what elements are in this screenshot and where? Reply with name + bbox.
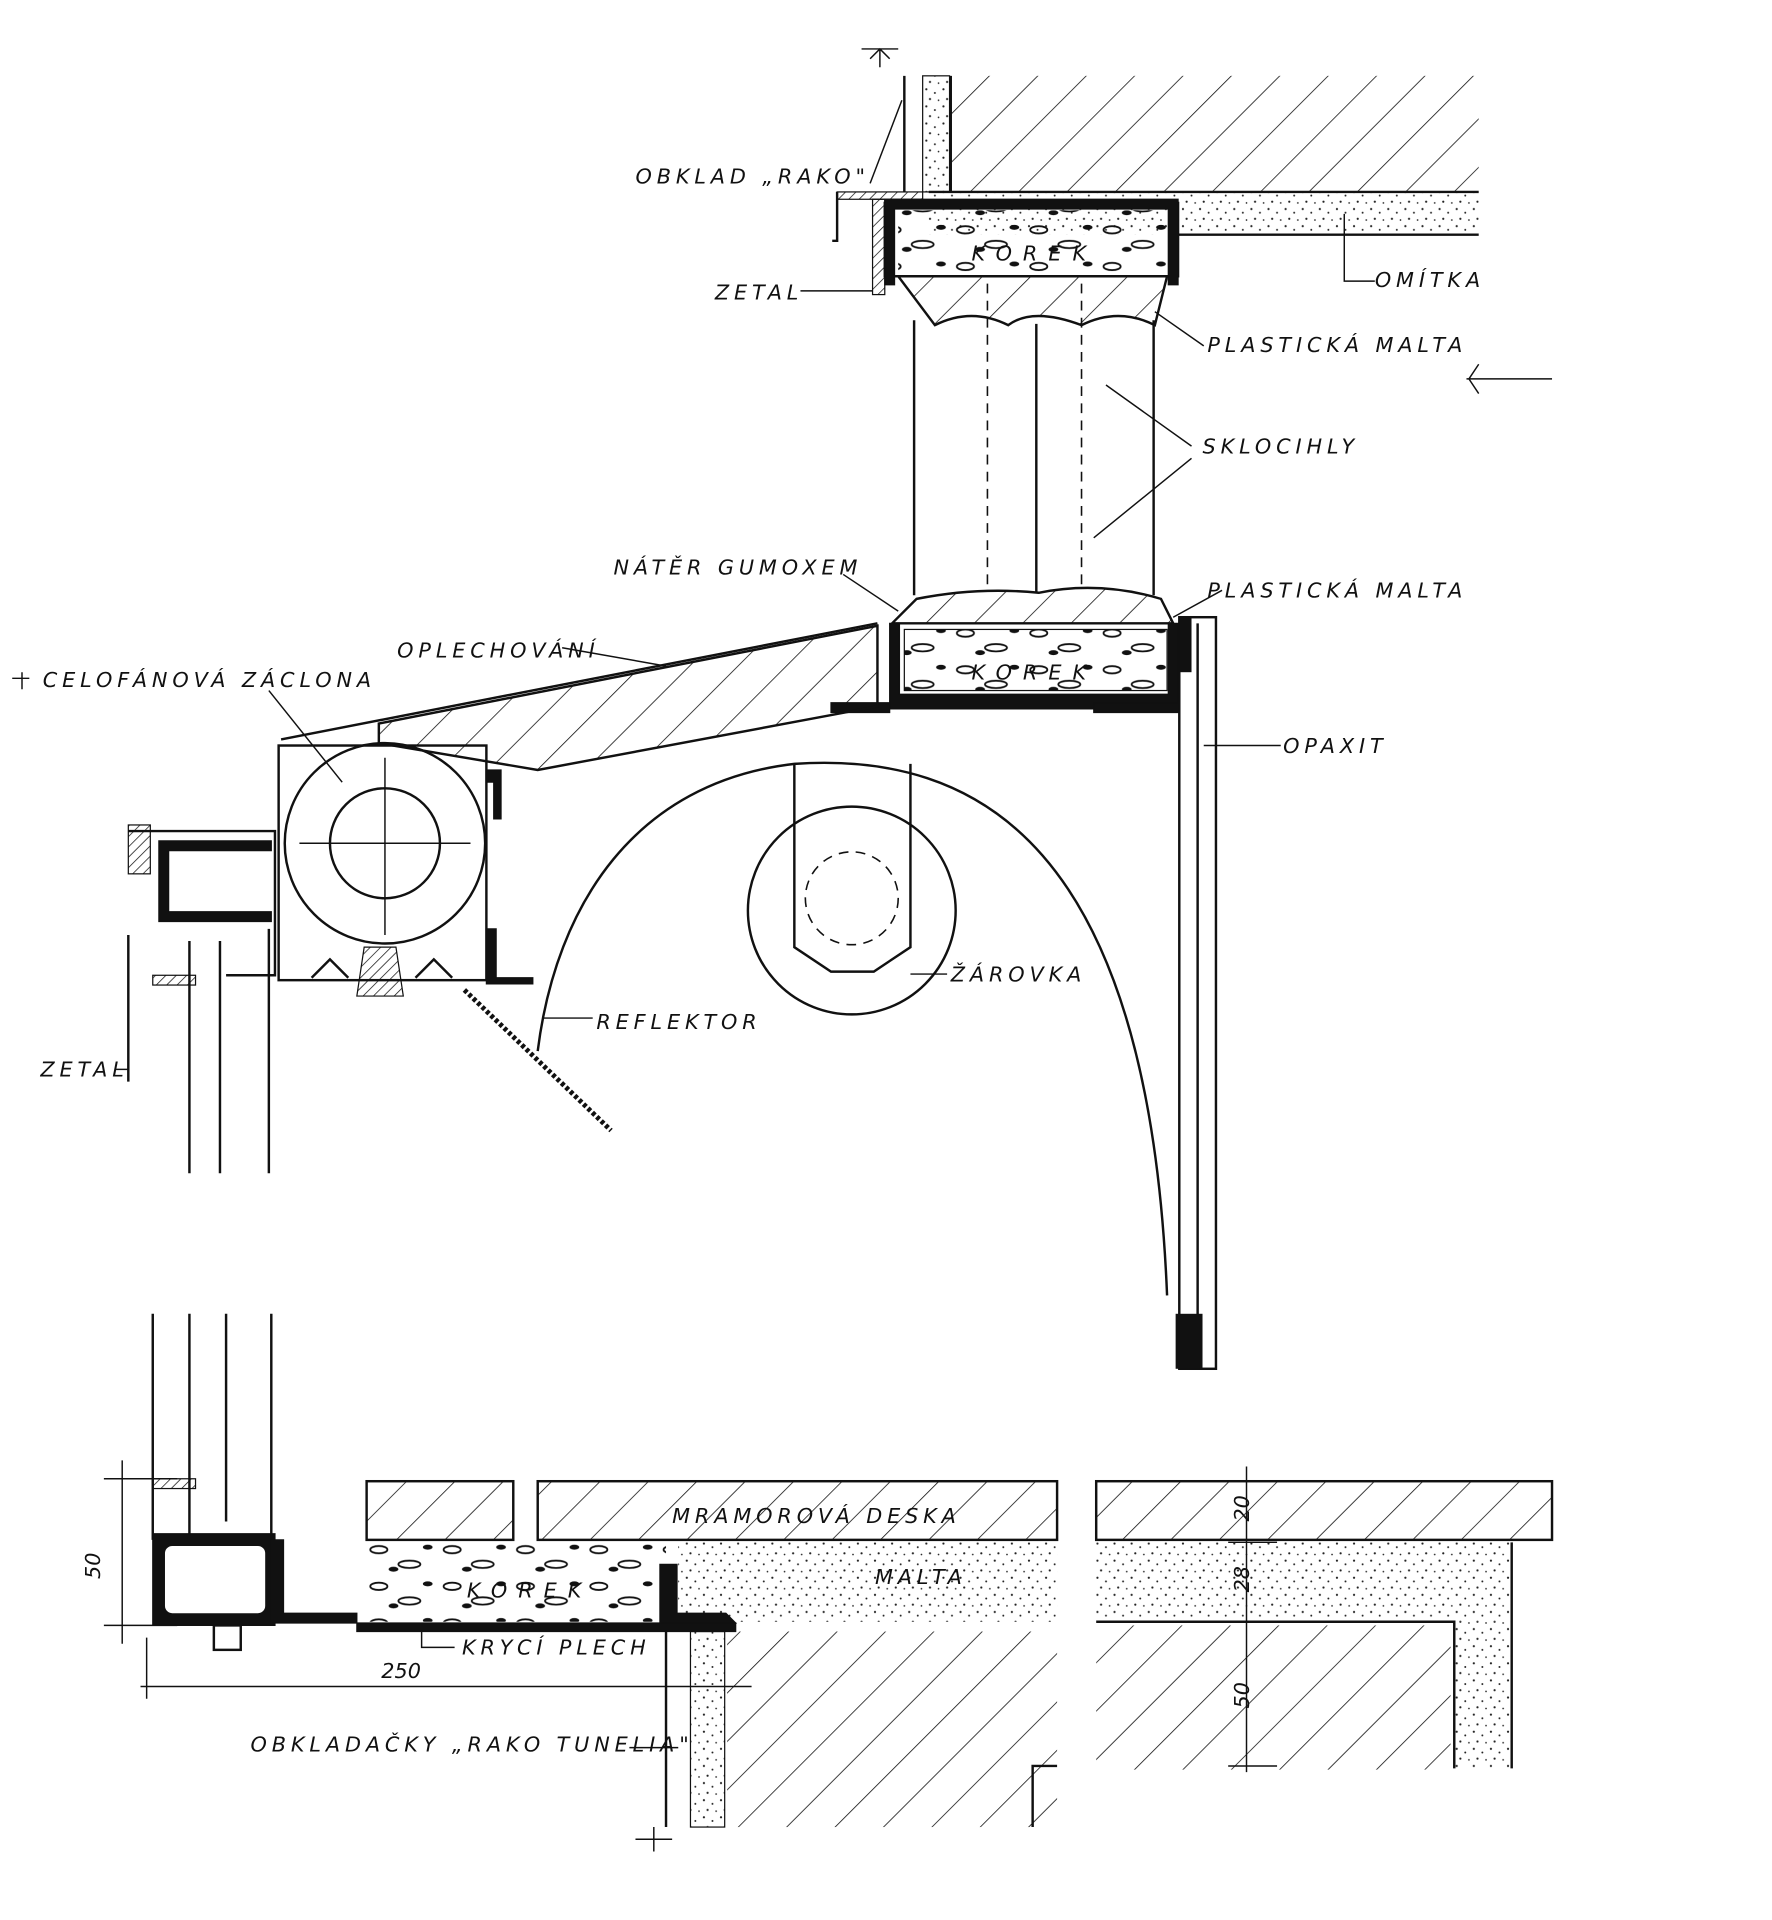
label-kryci-plech: KRYCÍ PLECH — [462, 1635, 651, 1660]
dimension-28: 28 — [1230, 1566, 1254, 1592]
bottom-section — [103, 1313, 1554, 1852]
leader-lines — [12, 100, 1375, 1749]
dimension-50-right: 50 — [1230, 1682, 1254, 1708]
label-opaxit: OPAXIT — [1283, 734, 1387, 758]
luminaire-section — [127, 622, 1169, 1296]
label-celofanova-zaclona: CELOFÁNOVÁ ZÁCLONA — [43, 667, 376, 692]
label-korek-mid: KOREK — [972, 661, 1098, 685]
label-korek-top: KOREK — [972, 241, 1098, 265]
label-omitka: OMÍTKA — [1375, 267, 1485, 292]
dimension-20: 20 — [1230, 1495, 1254, 1521]
dimension-50-left: 50 — [81, 1553, 105, 1579]
label-zarovka: ŽÁROVKA — [950, 961, 1086, 986]
label-oplechovani: OPLECHOVÁNÍ — [397, 638, 599, 663]
label-obkladacky: OBKLADAČKY „RAKO TUNELIA" — [251, 1731, 694, 1756]
top-ceiling-section — [832, 47, 1553, 596]
label-zetal-left: ZETAL — [39, 1058, 128, 1082]
label-korek-bottom: KOREK — [467, 1578, 593, 1602]
label-plasticka-malta-top: PLASTICKÁ MALTA — [1207, 332, 1467, 357]
dimensions: 50 250 20 28 50 — [81, 1495, 1254, 1708]
label-nater-gumoxem: NÁTĚR GUMOXEM — [613, 554, 862, 579]
label-zetal-top: ZETAL — [714, 280, 803, 304]
label-obklad-rako: OBKLAD „RAKO" — [635, 164, 869, 188]
labels: OBKLAD „RAKO" ZETAL OMÍTKA PLASTICKÁ MAL… — [39, 164, 1485, 1756]
middle-cork-box — [830, 586, 1218, 1371]
dimension-250: 250 — [381, 1659, 421, 1683]
label-plasticka-malta-bottom: PLASTICKÁ MALTA — [1207, 578, 1467, 603]
label-malta: MALTA — [875, 1565, 967, 1589]
label-sklocihly: SKLOCIHLY — [1203, 434, 1360, 458]
label-mramorova-deska: MRAMOROVÁ DESKA — [672, 1503, 961, 1528]
label-reflektor: REFLEKTOR — [596, 1010, 761, 1034]
